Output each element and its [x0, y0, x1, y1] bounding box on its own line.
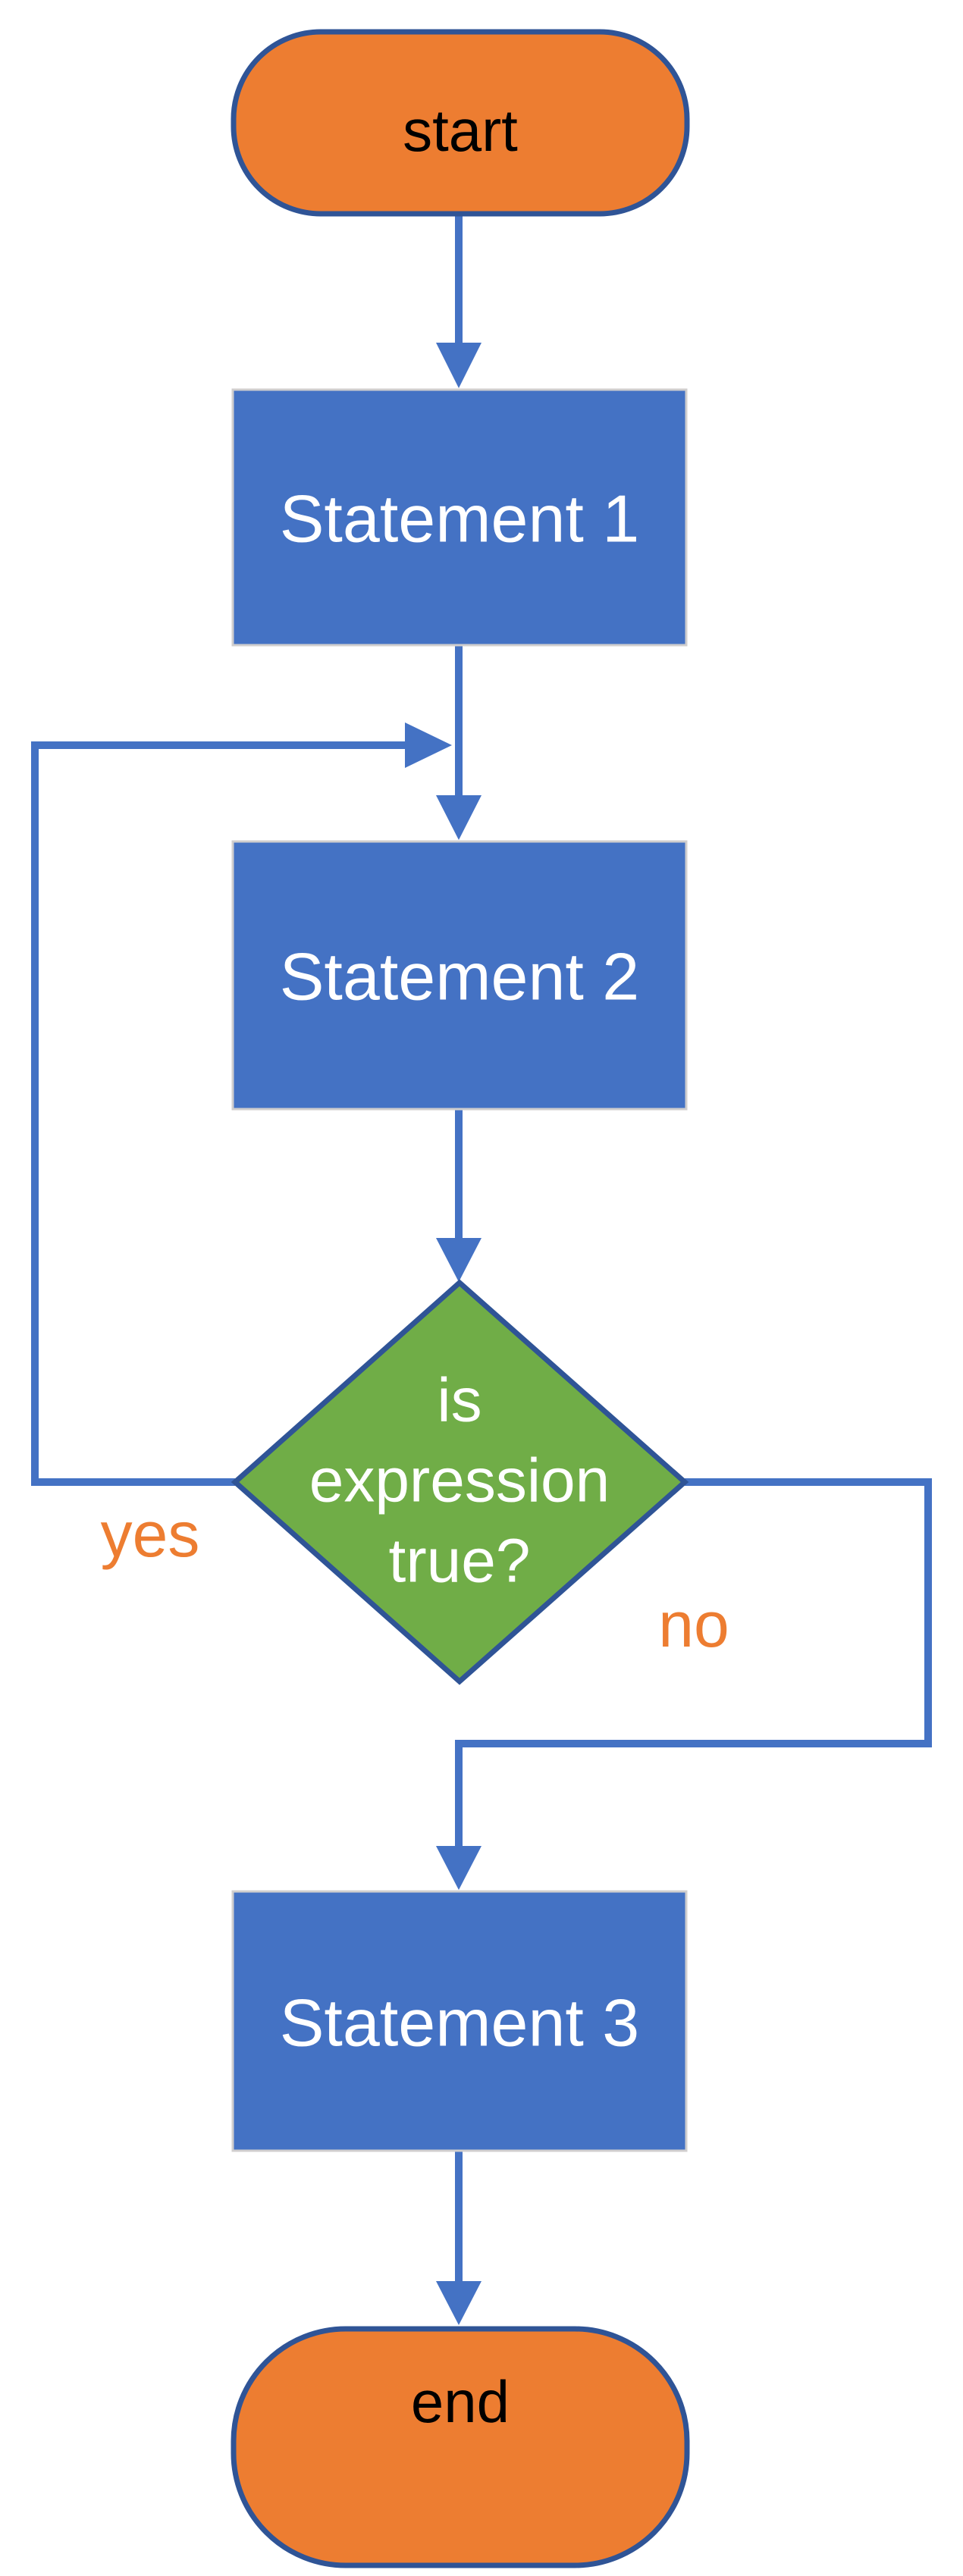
start-node: start	[231, 29, 690, 217]
edge-line	[455, 1478, 932, 1847]
decision-label-line-2: expression	[309, 1446, 610, 1515]
edge-decision-yes-loop	[31, 722, 452, 1486]
no-edge-label: no	[658, 1589, 729, 1660]
statement-3-shape	[231, 1890, 688, 2152]
statement-2-label: Statement 2	[280, 939, 640, 1014]
arrowhead-down-icon	[436, 343, 482, 388]
decision-shape	[231, 1279, 689, 1685]
edge-statement1-to-statement2	[436, 645, 482, 840]
start-shape	[231, 29, 690, 217]
statement-2-shape	[231, 840, 688, 1111]
statement-3-label: Statement 3	[280, 1985, 640, 2060]
arrowhead-down-icon	[436, 2281, 482, 2325]
end-node: end	[231, 2326, 690, 2568]
statement-1-node: Statement 1	[231, 388, 688, 647]
statement-1-label: Statement 1	[280, 481, 640, 556]
statement-1-shape	[231, 388, 688, 647]
yes-edge-label: yes	[101, 1499, 200, 1570]
end-label: end	[411, 2368, 510, 2435]
decision-node: is expression true?	[231, 1279, 689, 1685]
statement-3-node: Statement 3	[231, 1890, 688, 2152]
statement-2-node: Statement 2	[231, 840, 688, 1111]
edge-statement2-to-decision	[436, 1109, 482, 1282]
edge-start-to-statement1	[436, 214, 482, 388]
end-shape	[231, 2326, 690, 2568]
edge-line	[31, 741, 405, 1486]
edge-statement3-to-end	[436, 2151, 482, 2325]
decision-label-line-1: is	[437, 1366, 482, 1435]
decision-label-line-3: true?	[389, 1527, 531, 1596]
arrowhead-down-icon	[436, 1238, 482, 1282]
arrowhead-down-icon	[436, 795, 482, 840]
arrowhead-right-icon	[405, 722, 452, 768]
edge-decision-no-path	[436, 1478, 932, 1890]
start-label: start	[403, 97, 518, 164]
arrowhead-down-icon	[436, 1846, 482, 1890]
